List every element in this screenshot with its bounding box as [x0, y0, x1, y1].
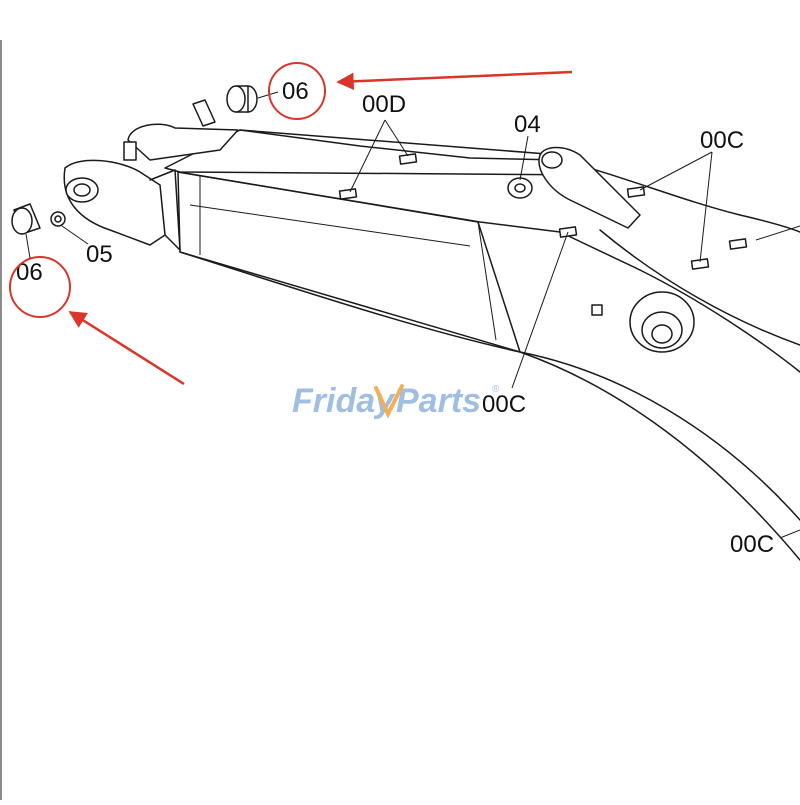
watermark-check-icon	[374, 384, 404, 419]
right-bracket	[507, 146, 641, 229]
boom-top-edge	[239, 129, 561, 161]
label-00C-mid: 00C	[482, 391, 526, 418]
red-annotations	[9, 62, 573, 386]
label-06-left: 06	[16, 259, 43, 286]
clevis-side	[149, 169, 181, 251]
boom-mid-edge	[177, 171, 641, 271]
leader-05	[61, 225, 89, 245]
label-00C-bottom: 00C	[730, 531, 774, 558]
clevis-bore-inner	[73, 183, 91, 197]
leader-06-left	[25, 233, 31, 259]
pad-00C-right	[728, 238, 748, 250]
boom-right-top	[559, 159, 800, 233]
bushing-06-left	[11, 203, 66, 235]
part-05-nut-hole	[54, 215, 62, 223]
watermark-friday: Friday	[292, 382, 396, 420]
leader-04	[519, 135, 529, 181]
grease-fitting-top	[192, 99, 216, 127]
upper-bracket-lug	[123, 141, 137, 161]
leader-00D-a	[349, 119, 386, 193]
bushing-06-top-face	[226, 85, 246, 113]
boom-lower-chord-inner	[519, 351, 800, 561]
watermark: Friday Parts ®	[292, 382, 500, 420]
bushing-06-left-face	[11, 207, 33, 235]
small-square-mark	[591, 304, 603, 316]
leader-00C-bottom	[779, 529, 800, 539]
upper-bracket-plate	[127, 123, 239, 161]
boom-body	[164, 129, 800, 561]
boom-right-curve	[639, 269, 800, 373]
bushing-06-top	[226, 85, 258, 113]
label-00C-top: 00C	[700, 127, 744, 154]
boom-right-mid	[599, 229, 800, 346]
pivot-boss-inner	[651, 324, 673, 344]
right-bracket-bore	[541, 151, 563, 169]
highlight-circle-06-top	[268, 62, 326, 120]
pad-00C-top-b	[690, 258, 710, 270]
left-clevis	[63, 159, 181, 251]
part-labels: 06 00D 04 00C 05 06 00C 00C	[16, 78, 774, 558]
pad-00D-a	[338, 188, 358, 200]
clevis-plate	[63, 159, 166, 246]
leader-00D-b	[384, 119, 409, 157]
leader-00C-right	[755, 225, 800, 241]
wear-pads	[338, 153, 748, 316]
highlight-circle-06-left	[9, 256, 71, 318]
pivot-boss	[629, 291, 695, 353]
label-00D: 00D	[362, 91, 406, 118]
arrow-to-06-left	[68, 310, 185, 386]
label-04: 04	[514, 111, 541, 138]
boom-side-panel	[177, 171, 521, 353]
upper-bracket	[123, 99, 239, 161]
leader-00C-top-b	[699, 151, 713, 263]
watermark-parts: Parts	[396, 382, 481, 420]
label-06-top: 06	[282, 78, 309, 105]
panel-edge	[477, 221, 497, 341]
watermark-reg: ®	[492, 384, 500, 395]
leader-lines	[25, 91, 800, 539]
leader-06-top	[257, 91, 279, 99]
panel-crease	[189, 204, 471, 247]
leader-00C-top-a	[639, 151, 713, 191]
arrow-to-06-top	[336, 70, 573, 91]
bushing-04-inner	[514, 183, 526, 193]
label-05: 05	[86, 241, 113, 268]
leader-00C-mid	[511, 231, 569, 389]
right-bracket-plate	[538, 146, 641, 229]
